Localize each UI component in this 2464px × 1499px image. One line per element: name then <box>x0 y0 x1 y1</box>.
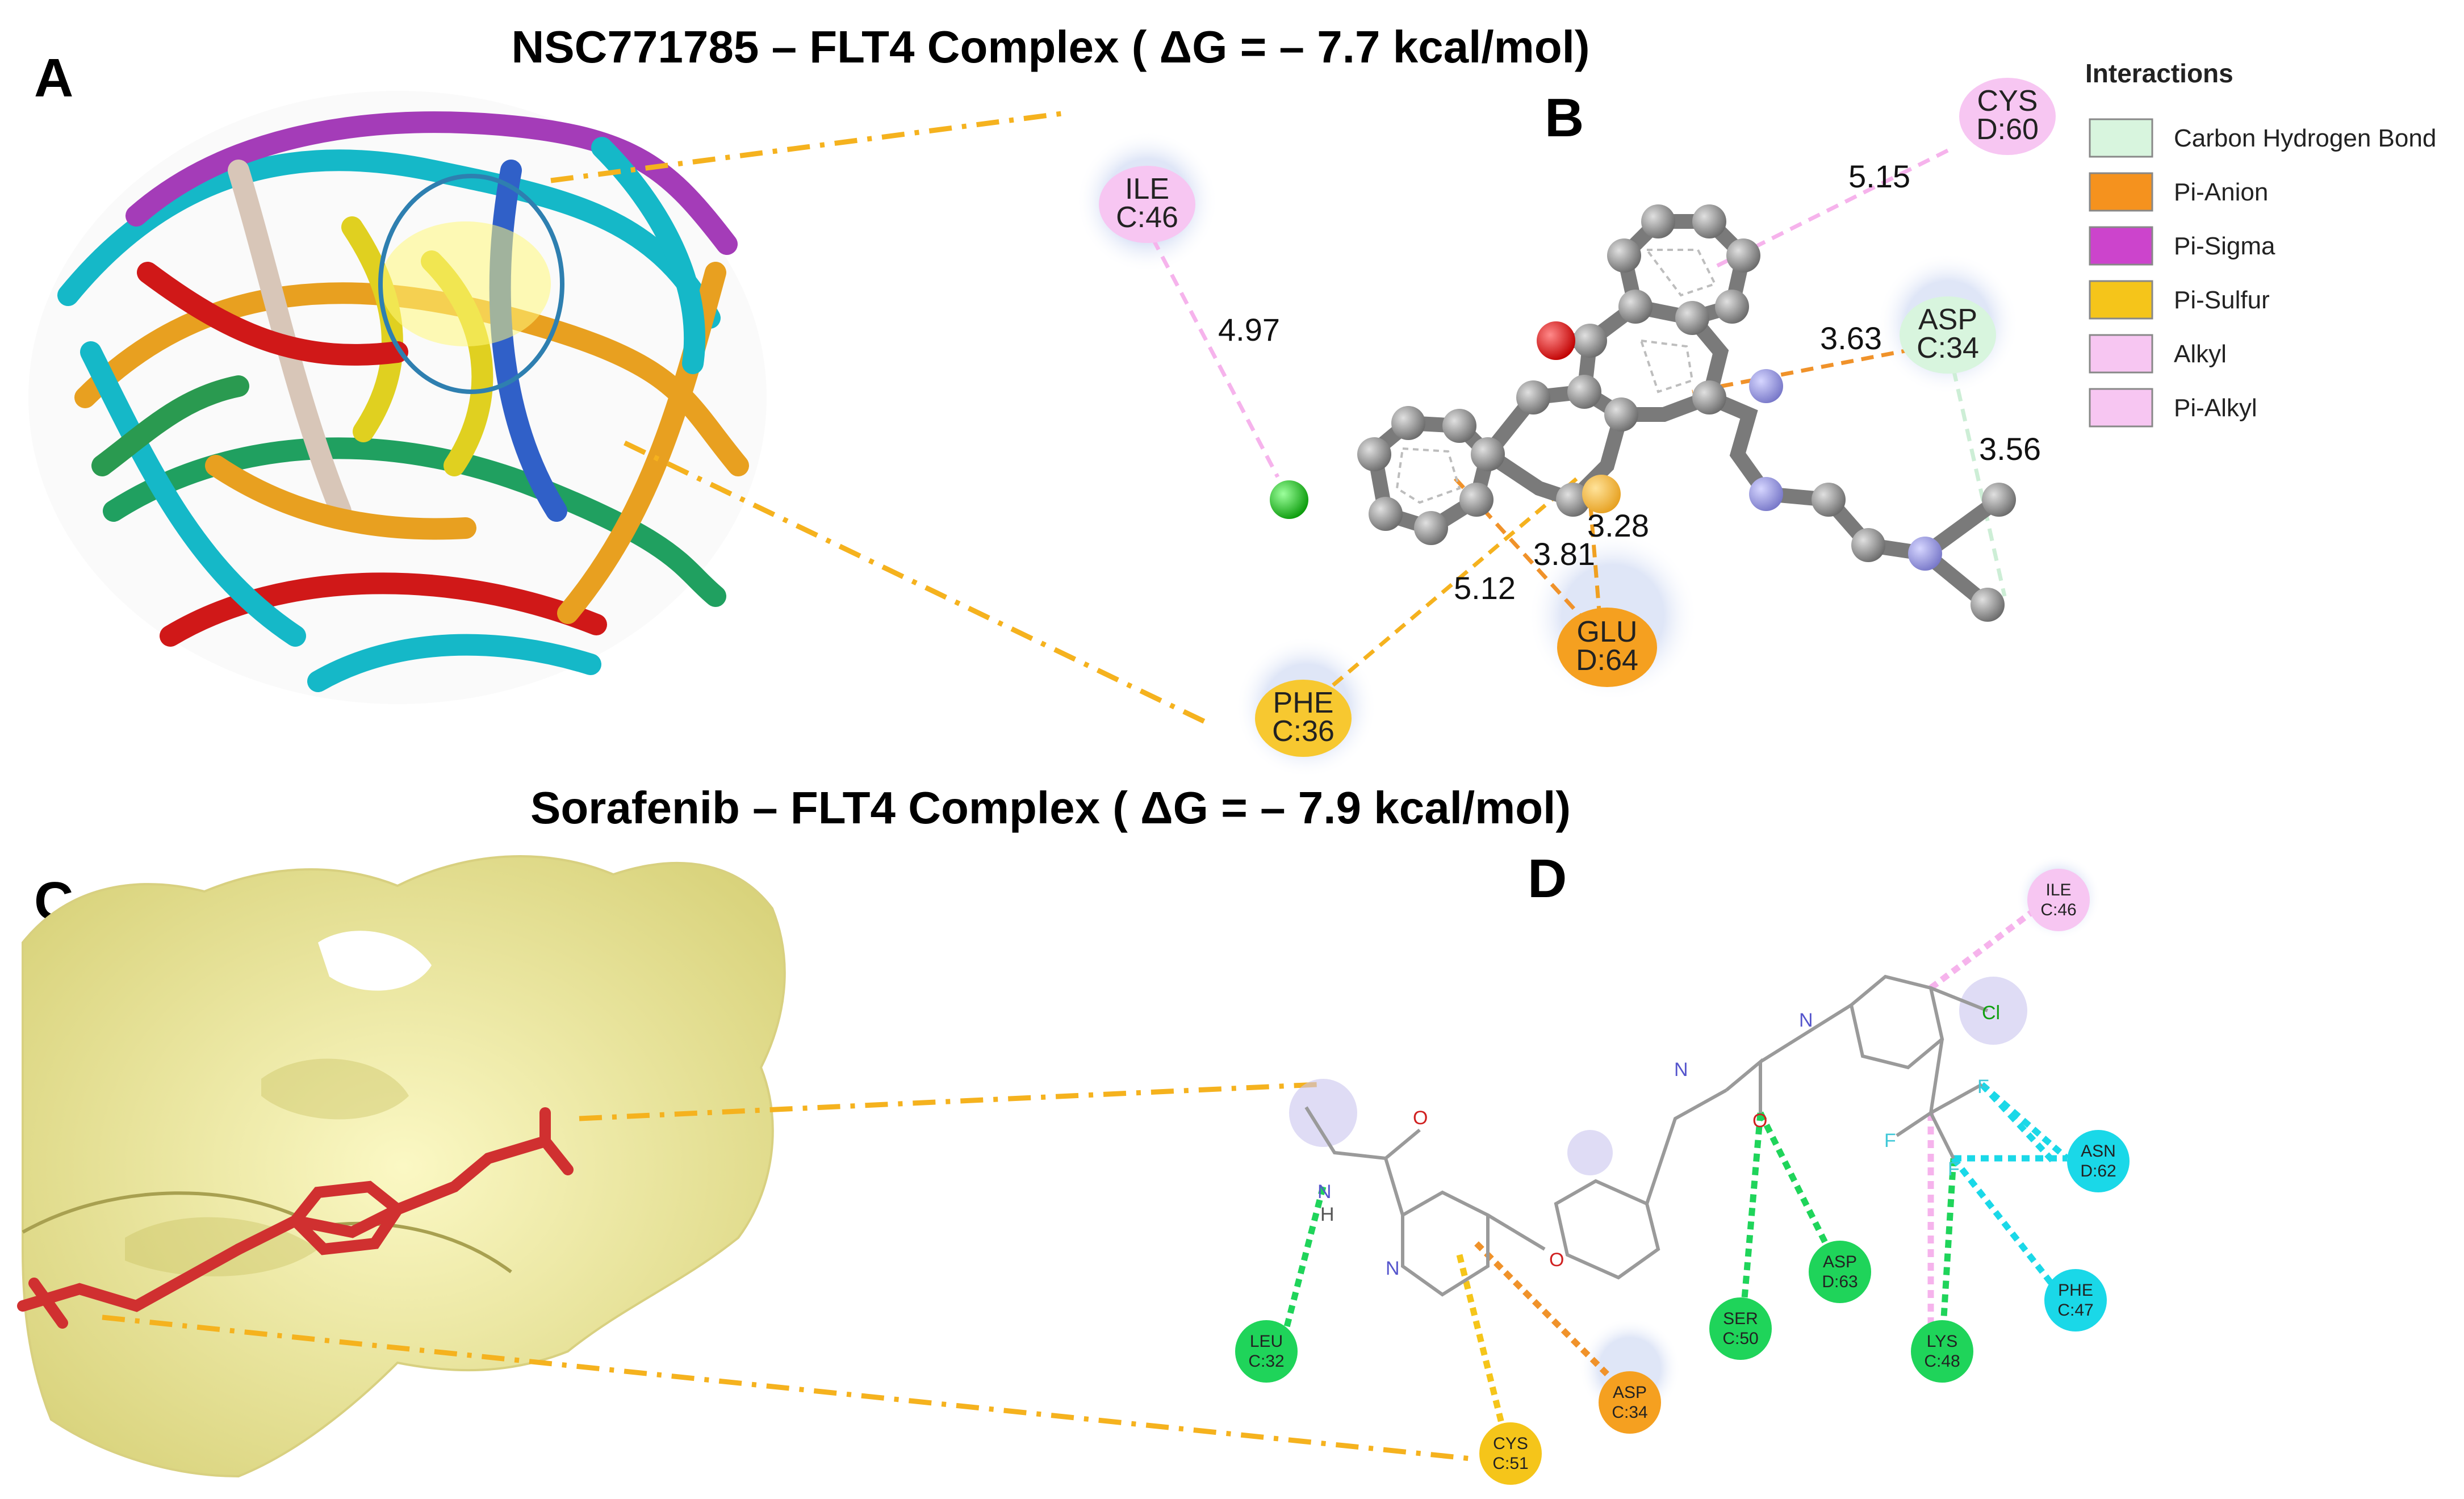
svg-text:C:48: C:48 <box>1924 1352 1960 1371</box>
svg-text:C:34: C:34 <box>1917 332 1979 365</box>
residue-phe-c36: PHE C:36 <box>1255 680 1352 757</box>
atom-label: N <box>1386 1258 1400 1279</box>
residue-leu-c32: LEU C:32 <box>1235 1320 1298 1383</box>
residue-glu-d64: GLU D:64 <box>1557 608 1657 687</box>
svg-text:Carbon Hydrogen Bond: Carbon Hydrogen Bond <box>2174 124 2436 152</box>
distance-label: 3.63 <box>1820 320 1882 356</box>
distance-label: 3.28 <box>1587 508 1649 543</box>
legend-item: Alkyl <box>2089 334 2227 374</box>
atom-label: F <box>1977 1076 1989 1098</box>
residue-asn-d62: ASN D:62 <box>2067 1130 2130 1192</box>
atom-label: N <box>1799 1010 1813 1031</box>
svg-text:PHE: PHE <box>2058 1281 2093 1300</box>
distance-label: 3.81 <box>1533 536 1595 572</box>
svg-text:CYS: CYS <box>1977 85 2038 118</box>
svg-text:Pi-Sigma: Pi-Sigma <box>2174 232 2275 260</box>
svg-text:GLU: GLU <box>1577 615 1638 648</box>
svg-text:C:36: C:36 <box>1272 715 1335 748</box>
svg-text:C:51: C:51 <box>1492 1454 1528 1473</box>
svg-text:D:60: D:60 <box>1976 113 2039 146</box>
svg-text:Pi-Anion: Pi-Anion <box>2174 178 2268 206</box>
svg-text:ILE: ILE <box>1125 173 1169 206</box>
legend-title: Interactions <box>2085 58 2233 88</box>
distances-b: 4.97 5.15 3.63 3.56 3.28 3.81 5.12 <box>1218 158 2041 606</box>
svg-text:C:46: C:46 <box>1116 201 1178 234</box>
protein-surface <box>22 855 786 1478</box>
residue-cys-d60: CYS D:60 <box>1959 78 2056 155</box>
connector-lines-bottom <box>102 1082 1477 1462</box>
residue-cys-c51: CYS C:51 <box>1479 1422 1542 1485</box>
svg-text:ILE: ILE <box>2045 881 2071 899</box>
connector-lines-top <box>550 110 1211 727</box>
panel-label-d: D <box>1528 848 1567 909</box>
svg-text:C:50: C:50 <box>1722 1329 1758 1348</box>
svg-text:C:34: C:34 <box>1612 1403 1647 1422</box>
svg-text:ASN: ASN <box>2081 1142 2116 1161</box>
svg-text:CYS: CYS <box>1493 1434 1528 1453</box>
svg-text:C:47: C:47 <box>2057 1301 2093 1320</box>
svg-text:ASP: ASP <box>1918 303 1977 336</box>
svg-text:D:64: D:64 <box>1576 644 1638 677</box>
atom-label: N <box>1674 1059 1688 1081</box>
distance-label: 4.97 <box>1218 312 1280 347</box>
legend-item: Pi-Alkyl <box>2089 388 2257 428</box>
residue-halos-b <box>1076 131 2019 778</box>
protein-ribbon-structure <box>28 91 767 704</box>
svg-text:D:62: D:62 <box>2080 1162 2116 1180</box>
residue-ser-c50: SER C:50 <box>1709 1297 1772 1360</box>
svg-text:SER: SER <box>1723 1309 1758 1328</box>
atom-label: F <box>1884 1130 1896 1152</box>
atom-labels-d: N H O N O N O N Cl F F F <box>1317 1002 2000 1279</box>
atom-label: O <box>1549 1249 1564 1271</box>
panel-label-b: B <box>1545 87 1584 148</box>
atom-label: N <box>1317 1181 1332 1203</box>
ligand-3d-model <box>1270 204 2016 622</box>
atom-label: H <box>1320 1204 1335 1225</box>
residue-ile-c46: ILE C:46 <box>2027 869 2090 931</box>
atom-label: O <box>1752 1110 1767 1132</box>
svg-text:Pi-Sulfur: Pi-Sulfur <box>2174 286 2270 314</box>
distance-label: 5.15 <box>1848 158 1910 194</box>
sorafenib-stick-model <box>17 1107 574 1329</box>
svg-text:D:63: D:63 <box>1822 1272 1858 1291</box>
atom-label: Cl <box>1982 1002 2000 1024</box>
panel-label-a: A <box>34 48 73 108</box>
svg-text:C:32: C:32 <box>1248 1352 1284 1371</box>
residue-lys-c48: LYS C:48 <box>1911 1320 1973 1383</box>
residue-asp-c34: ASP C:34 <box>1599 1371 1661 1434</box>
legend-item: Carbon Hydrogen Bond <box>2089 118 2436 158</box>
atom-label: O <box>1413 1107 1428 1129</box>
legend-item: Pi-Sulfur <box>2089 280 2270 320</box>
svg-text:LYS: LYS <box>1927 1332 1957 1351</box>
sorafenib-2d-structure <box>1304 974 1989 1297</box>
svg-text:C:46: C:46 <box>2040 901 2076 919</box>
bottom-title: Sorafenib – FLT4 Complex ( ΔG = – 7.9 kc… <box>530 782 1571 833</box>
legend-item: Pi-Sigma <box>2089 226 2275 266</box>
residues-d: ILE C:46 ASN D:62 PHE C:47 ASP D:63 SER … <box>1235 869 2130 1485</box>
svg-text:PHE: PHE <box>1273 686 1334 719</box>
distance-label: 5.12 <box>1454 570 1516 606</box>
interaction-lines-d <box>1280 900 2069 1460</box>
residues-b: ILE C:46 CYS D:60 ASP C:34 GLU D:64 PHE … <box>1099 78 2056 757</box>
top-title: NSC771785 – FLT4 Complex ( ΔG = – 7.7 kc… <box>512 22 1590 72</box>
legend-item: Pi-Anion <box>2089 172 2268 212</box>
residue-ile-c46: ILE C:46 <box>1099 166 1195 243</box>
atom-label: F <box>1948 1158 1960 1180</box>
interactions-legend: Interactions Carbon Hydrogen Bond Pi-Ani… <box>2085 58 2436 428</box>
svg-text:LEU: LEU <box>1250 1332 1283 1351</box>
residue-phe-c47: PHE C:47 <box>2044 1269 2107 1331</box>
svg-text:Pi-Alkyl: Pi-Alkyl <box>2174 394 2257 422</box>
residue-asp-d63: ASP D:63 <box>1809 1241 1871 1303</box>
residue-asp-c34: ASP C:34 <box>1900 296 1996 374</box>
svg-text:ASP: ASP <box>1823 1253 1857 1271</box>
svg-text:ASP: ASP <box>1613 1383 1647 1402</box>
distance-label: 3.56 <box>1979 431 2041 467</box>
svg-text:Alkyl: Alkyl <box>2174 340 2227 368</box>
